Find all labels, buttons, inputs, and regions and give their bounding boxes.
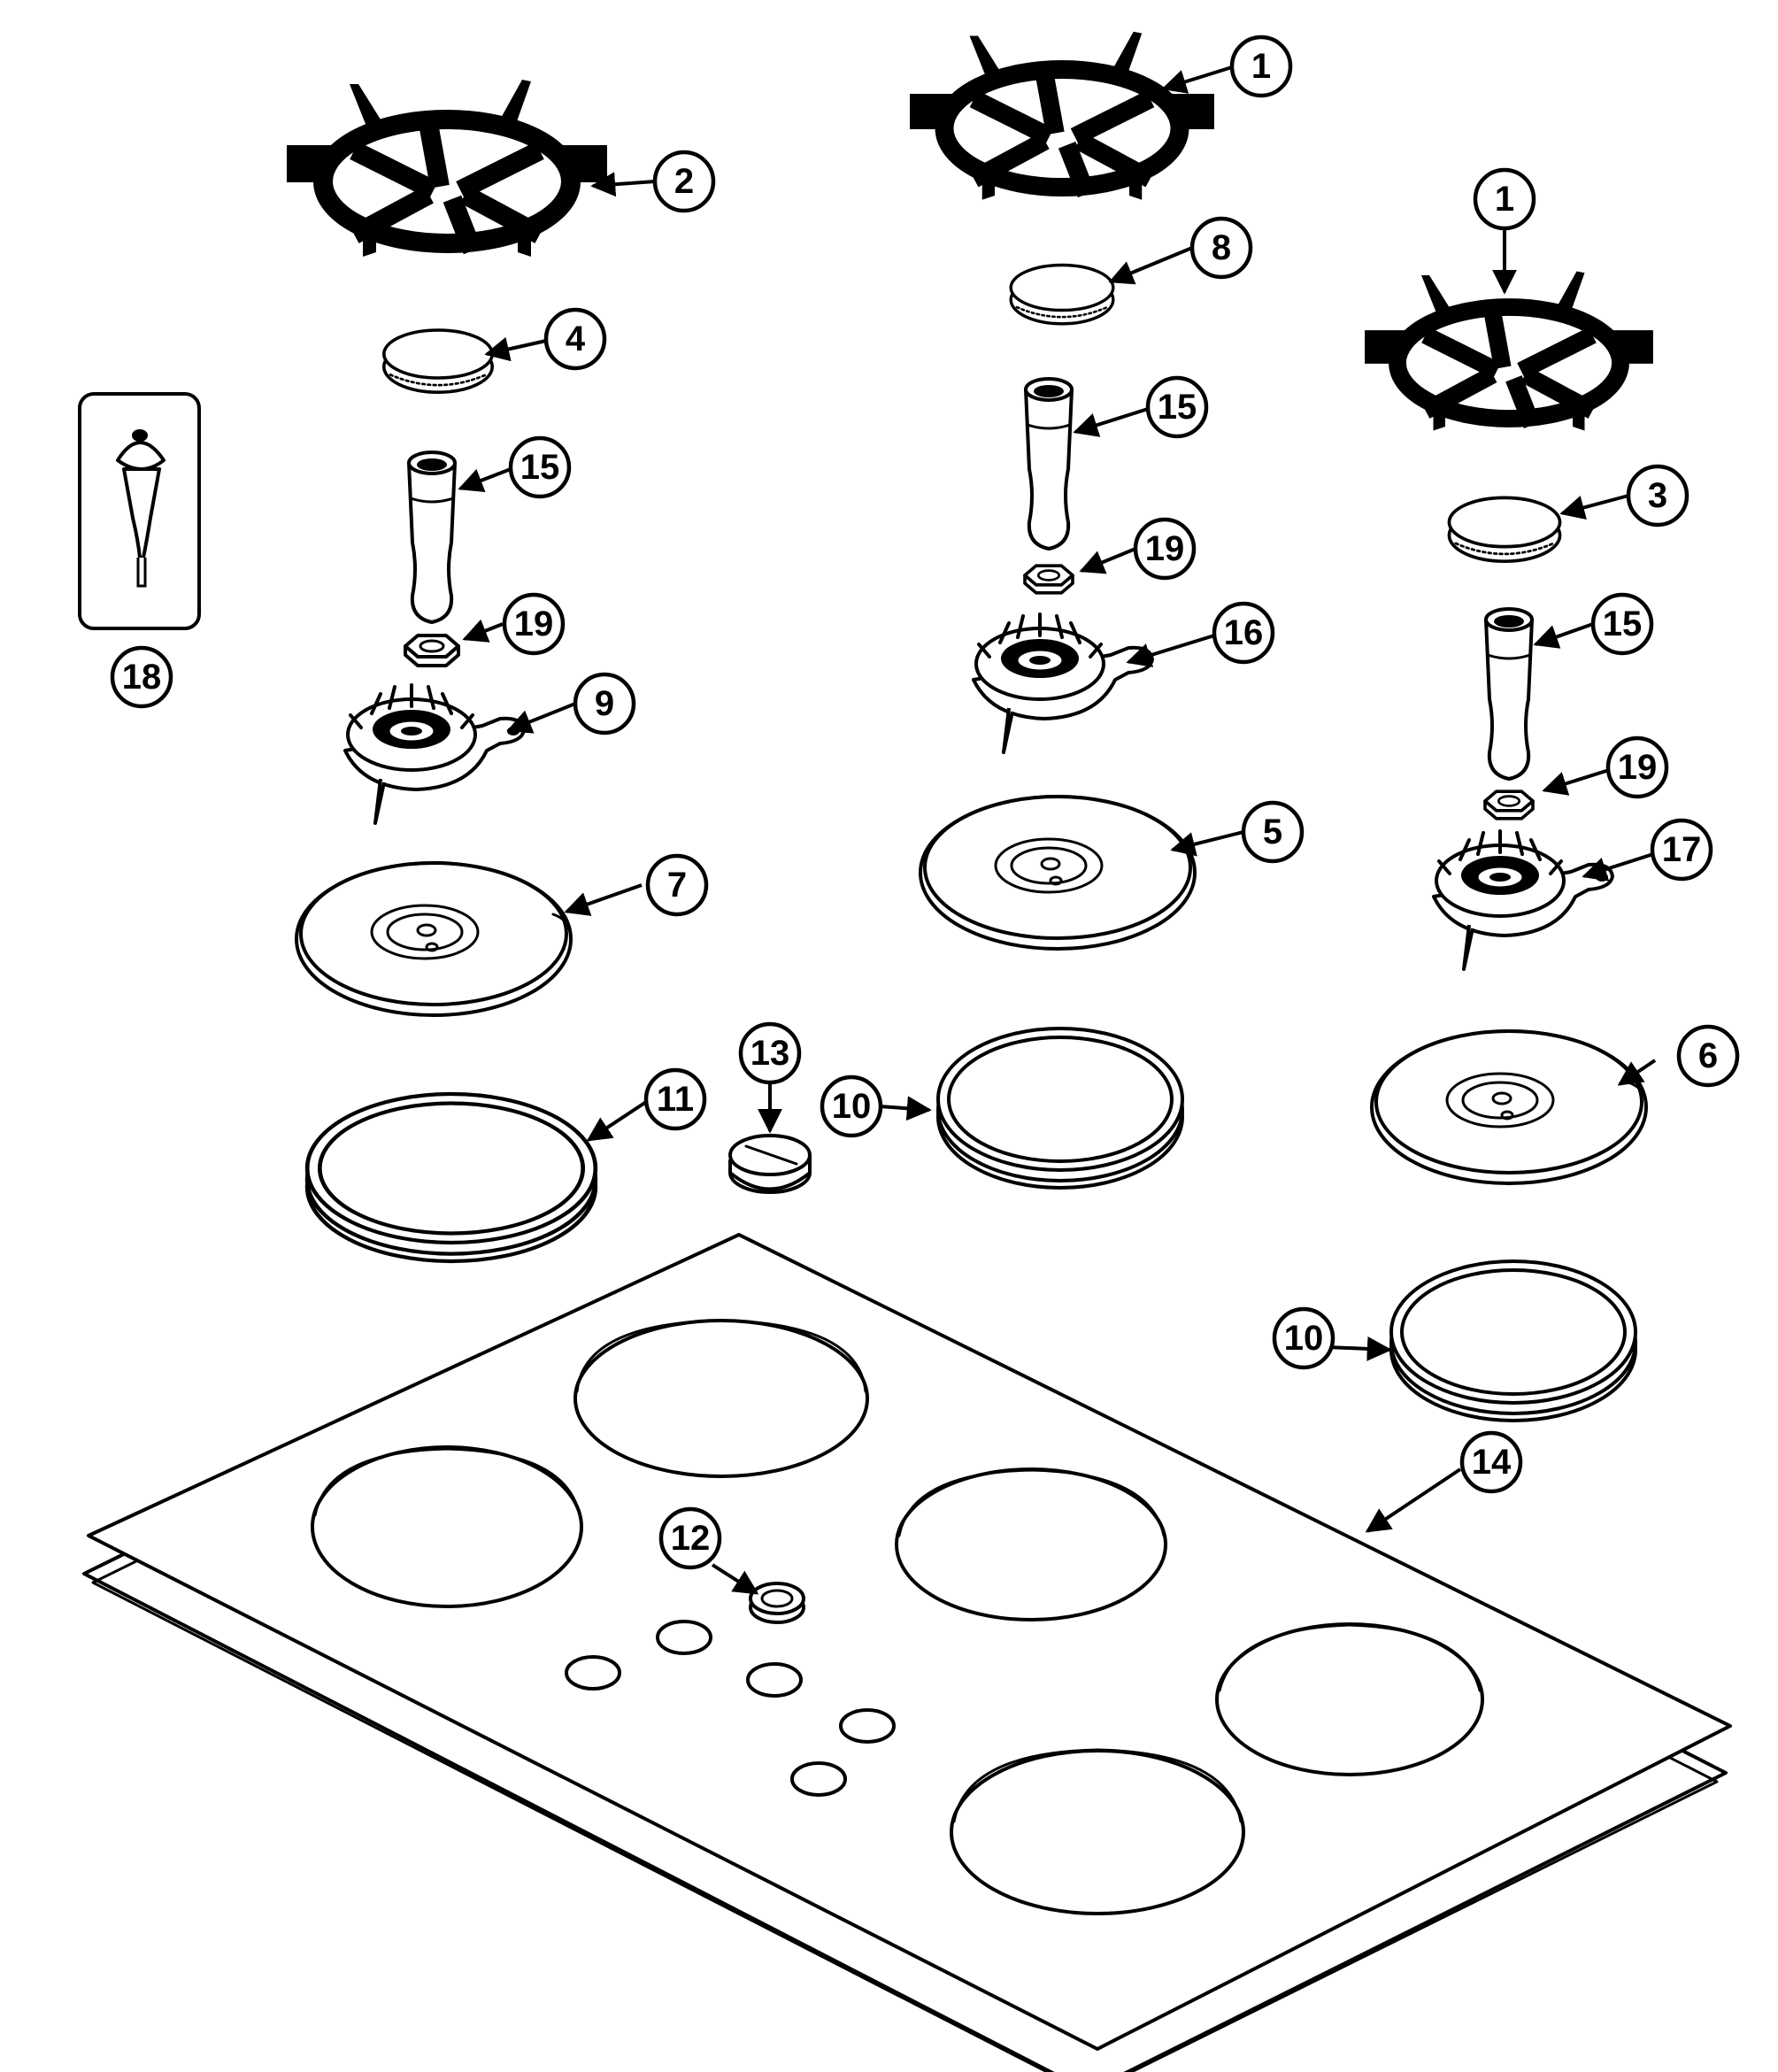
- callout-19-middle: 19: [1133, 517, 1197, 581]
- callout-10-middle: 10: [820, 1075, 883, 1138]
- callout-4: 4: [543, 307, 607, 371]
- callout-7: 7: [645, 853, 709, 917]
- svg-text:3: 3: [1648, 476, 1667, 515]
- burner-head-right: [1432, 829, 1614, 971]
- venturi-tube-middle: [1024, 377, 1074, 551]
- burner-pan-left: [295, 861, 573, 1017]
- burner-pan-right: [1370, 1029, 1648, 1185]
- svg-text:13: 13: [750, 1034, 790, 1073]
- svg-text:1: 1: [1495, 180, 1514, 219]
- callout-17: 17: [1650, 818, 1713, 882]
- callout-3: 3: [1626, 464, 1689, 528]
- svg-text:16: 16: [1224, 613, 1264, 652]
- nut-right: [1483, 790, 1535, 820]
- svg-text:19: 19: [1618, 748, 1658, 787]
- callout-6: 6: [1676, 1024, 1740, 1088]
- callout-14: 14: [1459, 1430, 1523, 1494]
- svg-text:18: 18: [122, 658, 162, 697]
- nut-left: [404, 634, 460, 667]
- callout-19-left: 19: [502, 592, 566, 656]
- grate-right: [1374, 272, 1644, 431]
- nut-middle: [1023, 564, 1074, 595]
- callout-19-right: 19: [1605, 736, 1669, 799]
- callout-5: 5: [1241, 800, 1305, 864]
- trim-ring-large: [307, 1094, 596, 1261]
- burner-head-left: [343, 683, 526, 825]
- burner-head-middle: [972, 612, 1154, 754]
- svg-text:17: 17: [1662, 830, 1702, 869]
- trim-ring-middle: [936, 1027, 1184, 1190]
- callout-12: 12: [658, 1506, 722, 1570]
- callout-15-left: 15: [508, 435, 572, 499]
- venturi-tube-right: [1484, 607, 1534, 781]
- callout-15-right: 15: [1590, 592, 1654, 656]
- svg-text:15: 15: [1603, 605, 1643, 643]
- callout-2: 2: [652, 150, 716, 213]
- svg-text:15: 15: [520, 448, 560, 487]
- callout-10-right: 10: [1272, 1306, 1335, 1370]
- venturi-tube-left: [407, 451, 457, 624]
- svg-text:10: 10: [1284, 1319, 1324, 1358]
- svg-text:12: 12: [671, 1519, 711, 1558]
- callout-9: 9: [573, 672, 636, 736]
- grate-top-middle: [920, 32, 1205, 200]
- svg-text:5: 5: [1263, 813, 1282, 851]
- callout-16: 16: [1212, 601, 1275, 665]
- small-cap-13: [728, 1134, 812, 1194]
- callout-13: 13: [738, 1021, 802, 1085]
- svg-text:2: 2: [674, 162, 694, 201]
- callout-1-top: 1: [1229, 35, 1293, 98]
- grate-large-left: [296, 80, 597, 257]
- spark-ignitor-box: [78, 392, 201, 630]
- burner-cap-middle: [1009, 263, 1115, 326]
- svg-text:19: 19: [514, 605, 554, 643]
- svg-text:10: 10: [832, 1087, 872, 1126]
- svg-text:14: 14: [1472, 1443, 1512, 1482]
- callout-18: 18: [110, 645, 173, 709]
- panel-grommet: [749, 1582, 805, 1624]
- cooktop-panel: [82, 1233, 1732, 2072]
- callout-11: 11: [643, 1067, 707, 1131]
- svg-text:6: 6: [1698, 1036, 1718, 1075]
- svg-text:1: 1: [1251, 47, 1271, 86]
- callout-1-right: 1: [1473, 167, 1536, 231]
- svg-text:11: 11: [657, 1080, 694, 1119]
- svg-text:19: 19: [1145, 529, 1185, 568]
- burner-cap-left: [381, 328, 495, 395]
- svg-text:7: 7: [667, 866, 687, 905]
- callout-15-middle: 15: [1145, 375, 1209, 439]
- burner-pan-middle: [919, 795, 1197, 951]
- svg-text:9: 9: [595, 684, 614, 723]
- svg-text:4: 4: [566, 320, 586, 358]
- trim-ring-right: [1389, 1259, 1637, 1422]
- leader-lines: [458, 65, 1657, 1595]
- burner-cap-right: [1447, 496, 1562, 563]
- svg-text:15: 15: [1158, 388, 1197, 427]
- svg-text:8: 8: [1212, 228, 1231, 267]
- callout-8: 8: [1189, 216, 1253, 280]
